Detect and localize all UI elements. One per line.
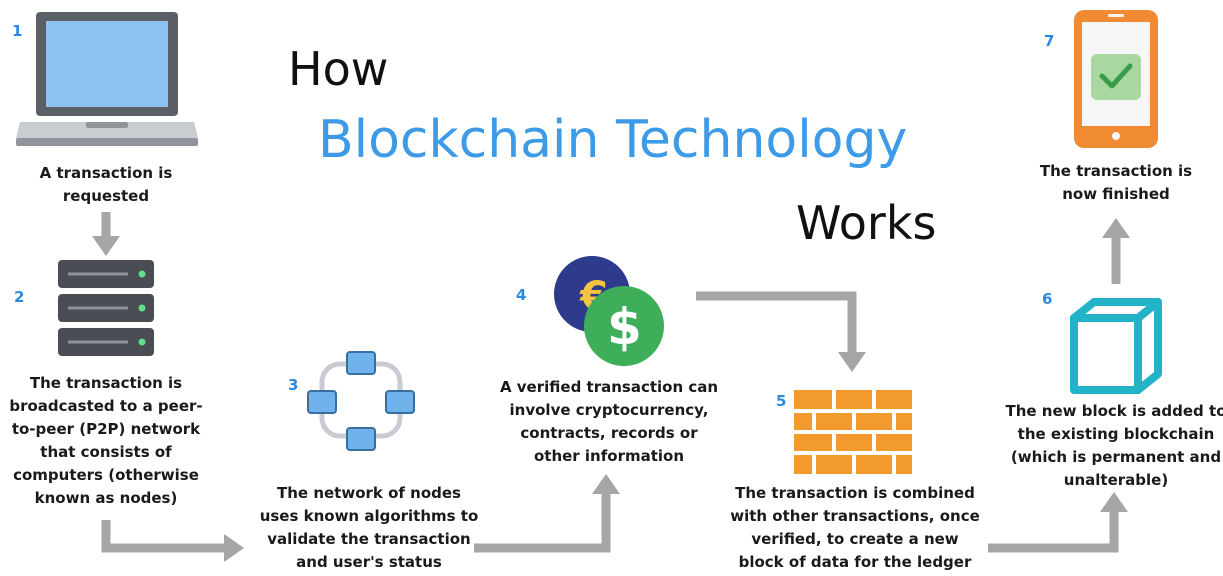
- phone-check-icon: [1074, 10, 1158, 148]
- title-works: Works: [796, 196, 937, 250]
- arrowhead-4-to-5: [838, 352, 866, 372]
- step-6-caption: The new block is added to the existing b…: [1005, 402, 1223, 489]
- server-icon: [58, 260, 154, 356]
- step-7-number: 7: [1044, 32, 1055, 50]
- step-3-number: 3: [288, 376, 299, 394]
- step-5-number: 5: [776, 392, 787, 410]
- step-4-caption: A verified transaction can involve crypt…: [499, 378, 719, 465]
- arrowhead-5-to-6: [1100, 492, 1128, 512]
- step-5-caption: The transaction is combined with other t…: [730, 484, 980, 571]
- title-blockchain-technology: Blockchain Technology: [318, 110, 908, 170]
- brick-wall-icon: [794, 390, 912, 474]
- step-6-number: 6: [1042, 290, 1053, 308]
- arrowhead-2-to-3: [224, 534, 244, 562]
- step-3-caption: The network of nodes uses known algorith…: [259, 484, 479, 571]
- step-4-number: 4: [516, 286, 527, 304]
- arrowhead-3-to-4: [592, 474, 620, 494]
- arrowhead-6-to-7: [1102, 218, 1130, 238]
- laptop-icon: [16, 12, 198, 146]
- step-7-caption: The transaction is now finished: [1039, 162, 1193, 203]
- network-nodes-icon: [307, 351, 415, 451]
- arrow-5-to-6: [988, 510, 1119, 553]
- step-2-number: 2: [14, 288, 25, 306]
- title-how: How: [288, 42, 389, 96]
- arrow-3-to-4: [474, 492, 611, 553]
- step-2-caption: The transaction is broadcasted to a peer…: [9, 374, 203, 507]
- step-1-number: 1: [12, 22, 23, 40]
- step-1-caption: A transaction is requested: [39, 164, 173, 205]
- dollar-coin-icon: [584, 286, 664, 366]
- arrow-2-to-3: [101, 520, 226, 553]
- cube-block-icon: [1070, 298, 1162, 394]
- arrowhead-1-to-2: [92, 236, 120, 256]
- dollar-symbol: $: [607, 298, 642, 356]
- currency-coins-icon: € $: [554, 256, 664, 366]
- arrow-4-to-5: [696, 291, 857, 354]
